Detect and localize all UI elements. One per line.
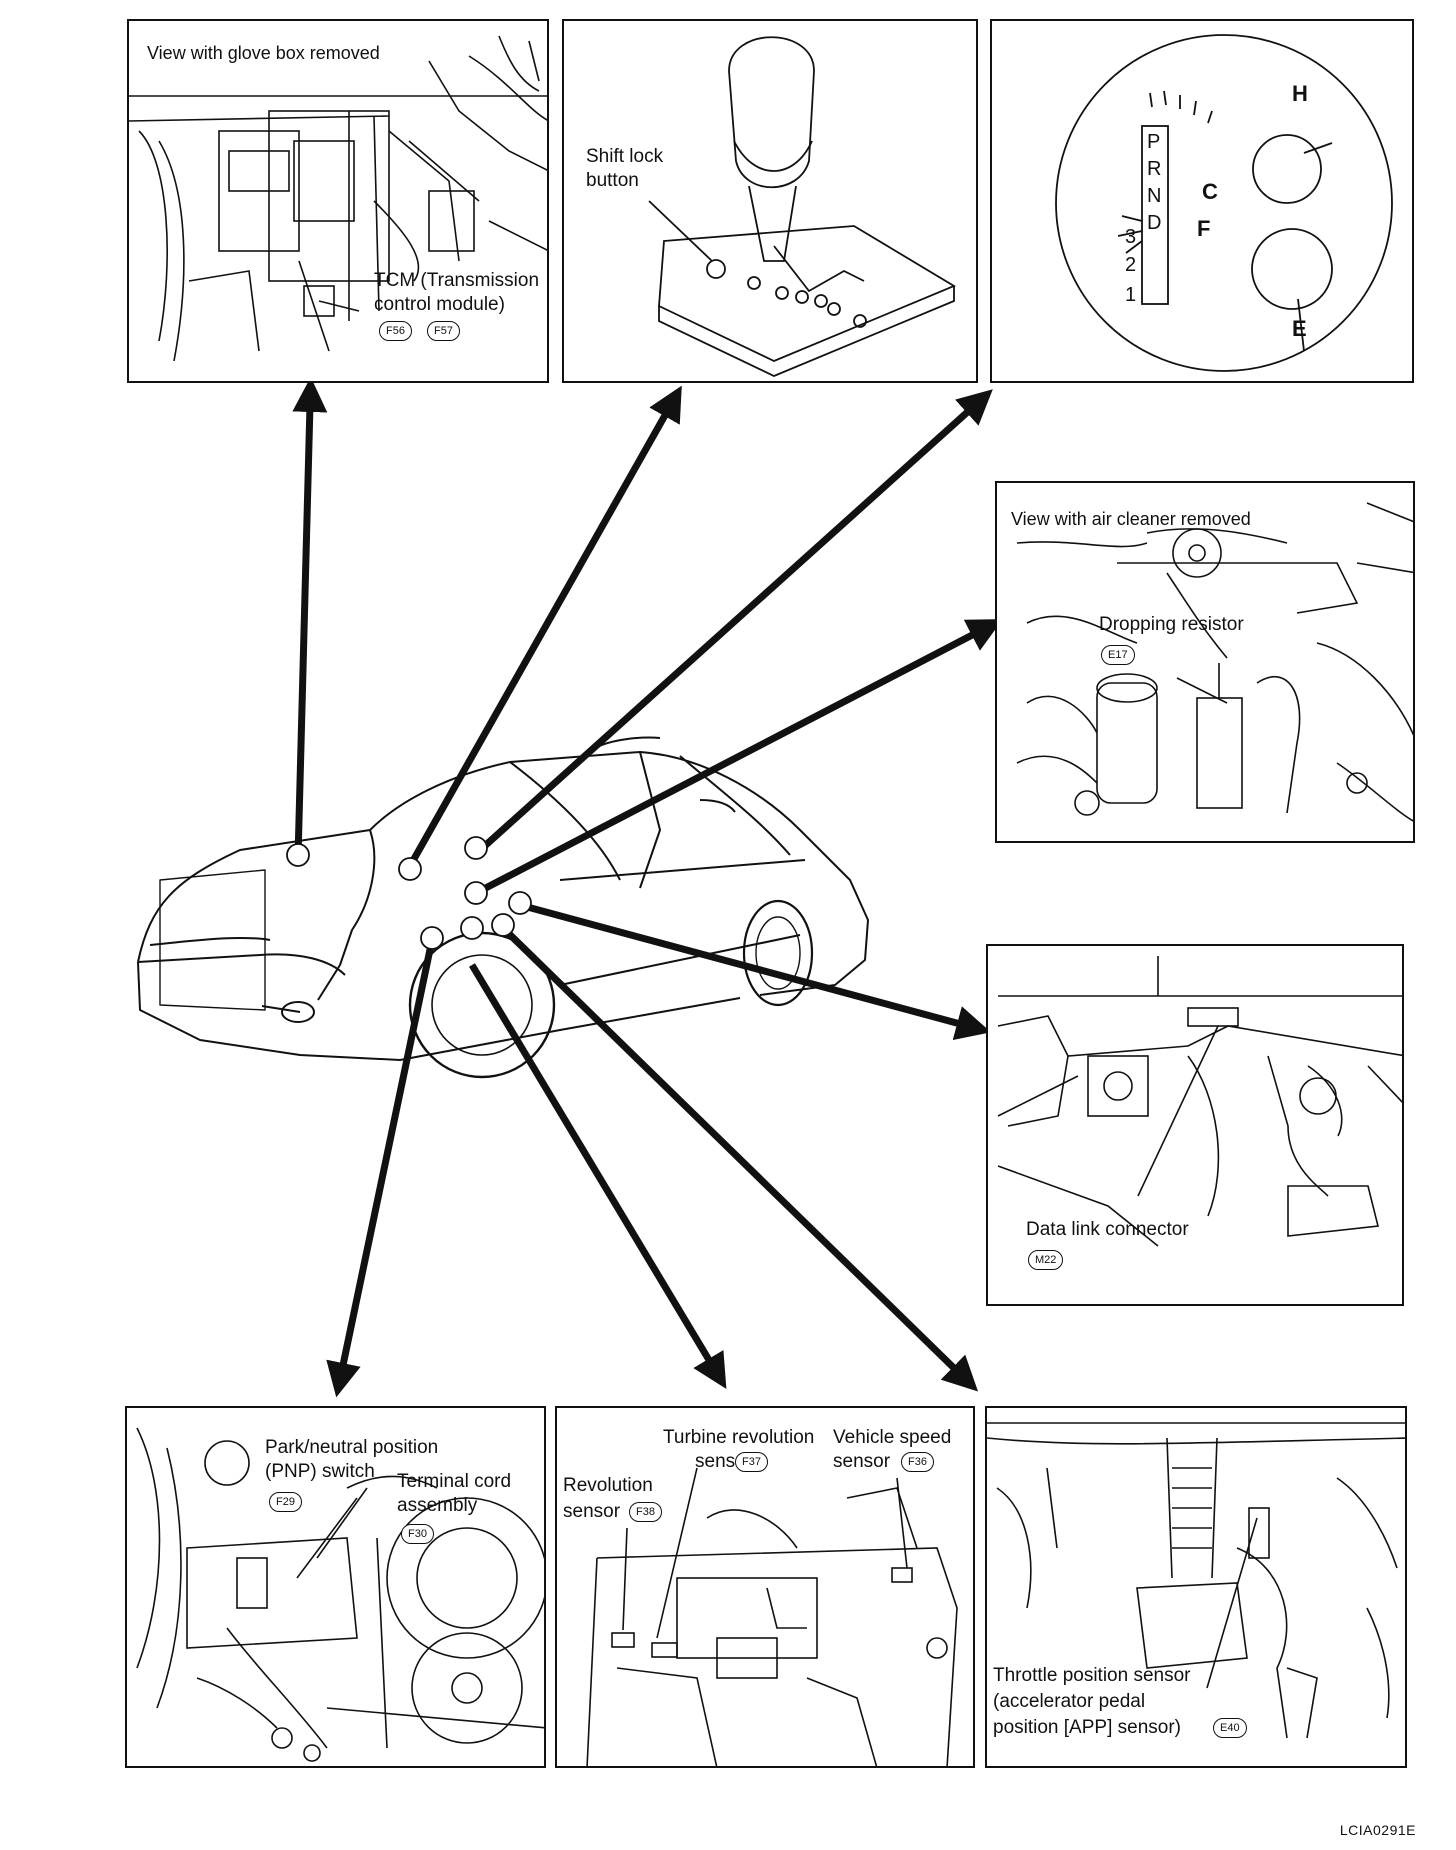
arrow-to-data-link-connector	[519, 901, 992, 1041]
temperature-gauge	[1252, 134, 1322, 204]
panel-pnp-switch: Park/neutral position (PNP) switch F29 T…	[125, 1406, 546, 1768]
connector-f30: F30	[401, 1524, 434, 1544]
position-d: D	[1147, 212, 1161, 234]
pedal-illustration	[987, 1422, 1405, 1739]
dropping-caption: View with air cleaner removed	[1011, 509, 1251, 529]
marker-e: E	[1292, 316, 1307, 341]
marker-meter	[464, 836, 488, 860]
panel-tcm: View with glove box removed TCM (Transmi…	[127, 19, 549, 383]
panel-shift-lock: Shift lock button	[562, 19, 978, 383]
revolution-sensor-label-line2: sensor	[563, 1501, 621, 1522]
transaxle-top-illustration	[586, 1467, 958, 1766]
pnp-label-line2: (PNP) switch	[265, 1461, 375, 1482]
shift-lock-label-line1: Shift lock	[586, 146, 664, 167]
position-r: R	[1147, 158, 1161, 180]
dash-underside-illustration	[997, 956, 1402, 1247]
revolution-sensor-label-line1: Revolution	[563, 1475, 653, 1496]
arrow-to-tcm	[292, 377, 328, 859]
shift-lock-button-icon	[706, 259, 726, 279]
meter-illustration: H C F E P R N D 3 2 1	[1055, 34, 1393, 372]
dropping-resistor-label: Dropping resistor	[1099, 614, 1244, 635]
marker-throttle	[491, 913, 515, 937]
transaxle-side-illustration	[136, 1427, 544, 1762]
connector-f56: F56	[379, 321, 412, 341]
connector-e40: E40	[1213, 1718, 1247, 1738]
vss-sensor-body	[891, 1567, 913, 1583]
pnp-label-line1: Park/neutral position	[265, 1437, 439, 1458]
marker-h: H	[1292, 81, 1308, 106]
tcm-illustration	[129, 35, 547, 362]
rear-wheel	[742, 899, 814, 1007]
revolution-sensor-body	[611, 1632, 635, 1648]
arrow-to-pnp-switch	[326, 939, 436, 1398]
figure-code: LCIA0291E	[1339, 1822, 1416, 1838]
arrow-to-shift-lock	[406, 385, 682, 868]
connector-f36: F36	[901, 1452, 934, 1472]
connector-f29: F29	[269, 1492, 302, 1512]
panel-throttle-position-sensor: Throttle position sensor (accelerator pe…	[985, 1406, 1407, 1768]
tps-label-line3: position [APP] sensor)	[993, 1717, 1181, 1738]
fuel-gauge	[1251, 228, 1333, 310]
panel-dropping-resistor: View with air cleaner removed Dropping r…	[995, 481, 1415, 843]
marker-shift-lock	[398, 857, 422, 881]
marker-sensors	[460, 916, 484, 940]
vss-label-line1: Vehicle speed	[833, 1427, 952, 1448]
connector-f38: F38	[629, 1502, 662, 1522]
car-illustration	[137, 736, 869, 1079]
panel-combination-meter: H C F E P R N D 3 2 1	[990, 19, 1414, 383]
marker-dropping-resistor	[464, 881, 488, 905]
arrow-to-revolution-sensors	[468, 963, 727, 1390]
vss-label-line2: sensor	[833, 1451, 891, 1472]
shift-knob	[728, 36, 815, 189]
turbine-sensor-body	[651, 1642, 678, 1658]
location-arrows	[292, 377, 1003, 1398]
tcm-label-line1: TCM (Transmission	[374, 270, 540, 291]
shift-lever-illustration	[648, 36, 956, 377]
data-link-connector-label: Data link connector	[1026, 1219, 1189, 1240]
turbine-sensor-label-line1: Turbine revolution	[663, 1427, 815, 1448]
panel-revolution-sensors: Turbine revolution sensor F37 Vehicle sp…	[555, 1406, 975, 1768]
position-1: 1	[1125, 284, 1136, 306]
location-markers	[286, 836, 532, 950]
connector-m22: M22	[1028, 1250, 1064, 1270]
position-n: N	[1147, 185, 1161, 207]
position-p: P	[1147, 131, 1160, 153]
shift-lock-label-line2: button	[586, 170, 639, 191]
arrow-to-dropping-resistor	[476, 619, 1003, 896]
tcm-label-line2: control module)	[374, 294, 505, 315]
marker-tcm	[286, 843, 310, 867]
terminal-cord-label-line2: assembly	[397, 1495, 478, 1516]
position-2: 2	[1125, 254, 1136, 276]
tps-label-line2: (accelerator pedal	[993, 1691, 1146, 1712]
connector-f37: F37	[735, 1452, 768, 1472]
terminal-cord-label-line1: Terminal cord	[397, 1471, 512, 1492]
panel-data-link-connector: Data link connector M22	[986, 944, 1404, 1306]
tcm-caption: View with glove box removed	[147, 43, 380, 63]
marker-pnp	[420, 926, 444, 950]
position-3: 3	[1125, 226, 1136, 248]
marker-f: F	[1197, 216, 1210, 241]
tps-label-line1: Throttle position sensor	[993, 1665, 1191, 1686]
arrow-to-meter	[475, 389, 993, 855]
arrow-to-throttle-sensor	[497, 922, 979, 1392]
connector-f57: F57	[427, 321, 460, 341]
marker-c: C	[1202, 179, 1218, 204]
engine-bay-illustration	[1016, 502, 1413, 822]
connector-e17: E17	[1101, 645, 1135, 665]
dlc-socket	[1187, 1007, 1239, 1027]
marker-data-link	[508, 891, 532, 915]
